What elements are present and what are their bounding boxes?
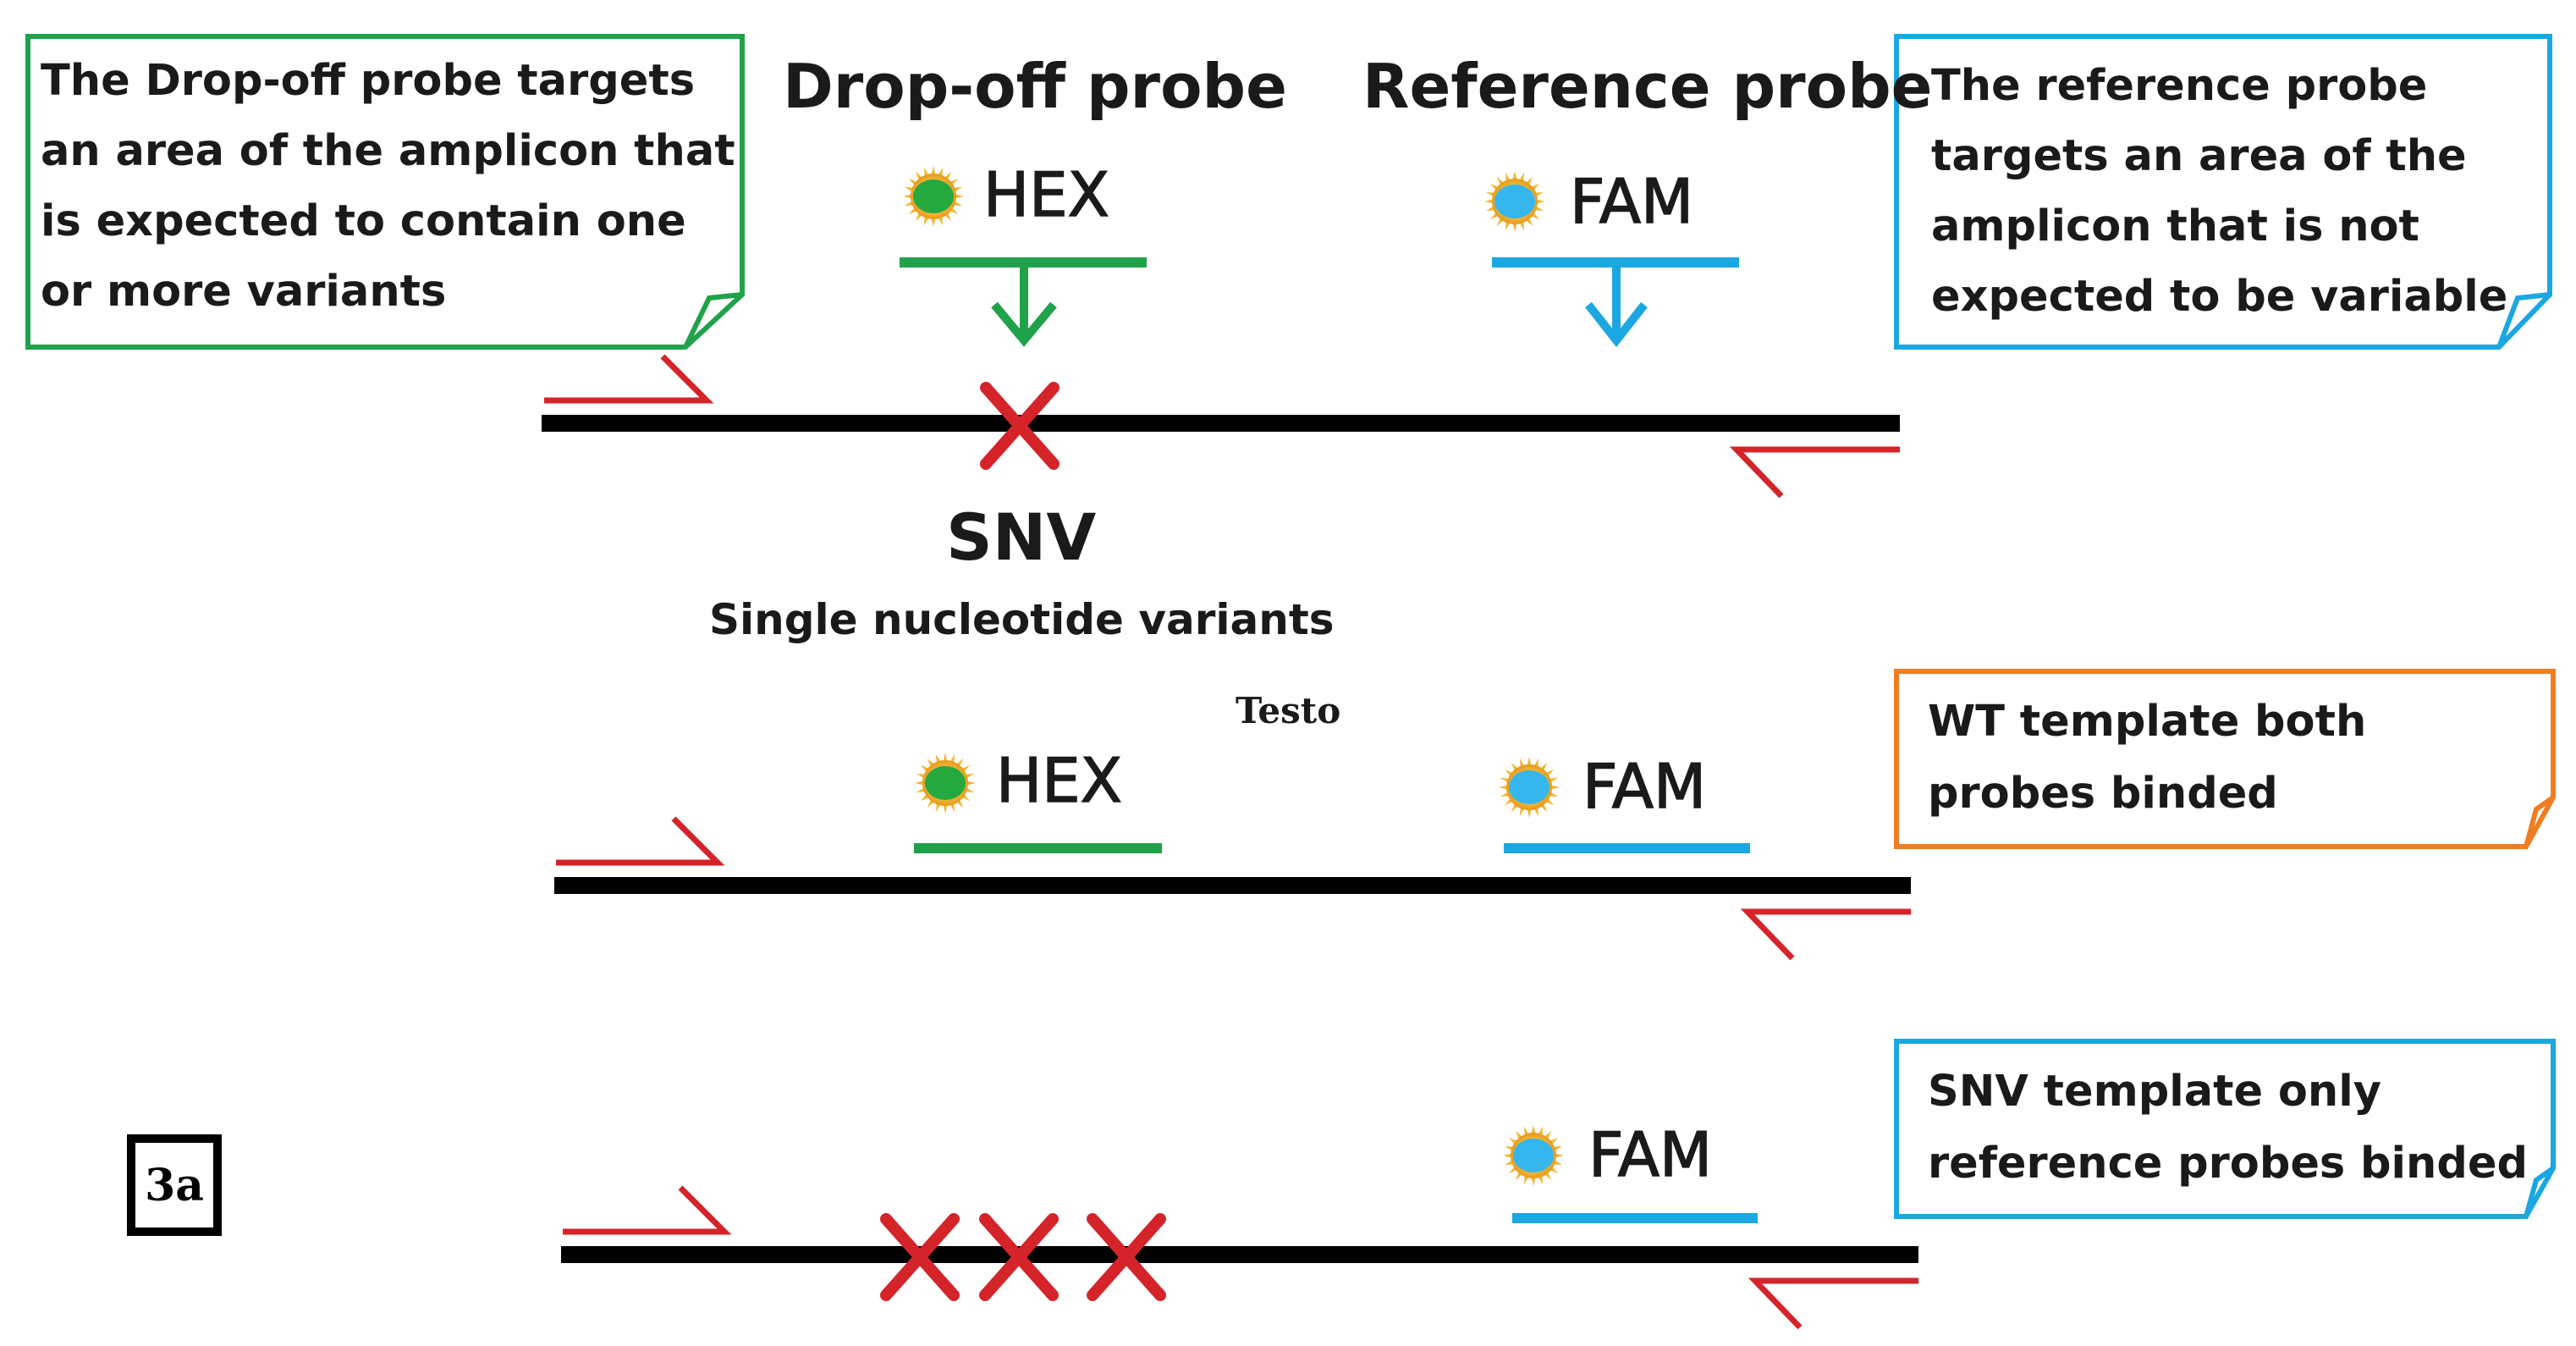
snv-subtitle: Single nucleotide variants [709, 595, 1335, 644]
fam-label: FAM [1588, 1118, 1713, 1191]
placeholder-text: Testo [1236, 690, 1341, 731]
callout-dropoff-frame [25, 34, 745, 350]
callout-snv-line: reference probes binded [1928, 1139, 2528, 1189]
hex-arrow-head [991, 301, 1057, 347]
fam-arrow-head [1585, 301, 1648, 348]
callout-reference-line: amplicon that is not [1931, 201, 2419, 251]
snv-title: SNV [946, 499, 1097, 575]
template-1-reverse-primer [1729, 446, 1900, 499]
callout-reference-line: The reference probe [1931, 61, 2428, 111]
fam-fluorophore-icon [1484, 171, 1545, 232]
panel-tag: 3a [127, 1134, 222, 1236]
callout-reference: The reference probe targets an area of t… [1931, 51, 2545, 332]
callout-wt-line: WT template both [1928, 697, 2367, 747]
template-3-forward-primer [563, 1185, 732, 1235]
hex-label: HEX [983, 158, 1109, 231]
template-1 [542, 166, 1900, 499]
template-2-reverse-primer [1740, 908, 1911, 961]
template-3-reverse-primer [1748, 1277, 1918, 1330]
template-2 [554, 753, 1911, 961]
dropoff-probe-title: Drop-off probe [783, 51, 1287, 122]
template-3 [561, 1125, 1918, 1330]
callout-wt-frame [1894, 669, 2556, 849]
callout-dropoff-line: an area of the amplicon that [41, 126, 735, 176]
variant-mark-3 [1087, 1213, 1166, 1301]
callout-wt: WT template both probes binded [1928, 686, 2546, 830]
callout-dropoff: The Drop-off probe targets an area of th… [41, 46, 735, 327]
template-1-forward-primer [544, 354, 714, 404]
callout-dropoff-line: The Drop-off probe targets [41, 56, 696, 106]
fam-fluorophore-icon [1499, 757, 1560, 818]
callout-reference-line: expected to be variable [1931, 272, 2508, 322]
snv-mismatch-mark [980, 382, 1060, 470]
variant-mark-2 [979, 1213, 1059, 1301]
variant-mark-1 [880, 1213, 960, 1301]
callout-snv-frame [1894, 1039, 2556, 1219]
hex-label: HEX [995, 744, 1122, 817]
reference-probe-title: Reference probe [1362, 51, 1933, 122]
callout-snv-template: SNV template only reference probes binde… [1928, 1056, 2550, 1200]
callout-wt-line: probes binded [1928, 769, 2278, 819]
callout-reference-line: targets an area of the [1931, 131, 2467, 181]
fam-label: FAM [1582, 750, 1707, 823]
callout-dropoff-line: is expected to contain one [41, 196, 686, 246]
callout-reference-frame [1894, 34, 2552, 350]
hex-fluorophore-icon [903, 166, 964, 227]
fam-fluorophore-icon [1503, 1125, 1564, 1186]
fam-label: FAM [1569, 165, 1694, 238]
callout-dropoff-line: or more variants [41, 267, 447, 317]
hex-fluorophore-icon [915, 753, 976, 814]
callout-snv-line: SNV template only [1928, 1067, 2381, 1117]
template-2-forward-primer [556, 816, 725, 866]
